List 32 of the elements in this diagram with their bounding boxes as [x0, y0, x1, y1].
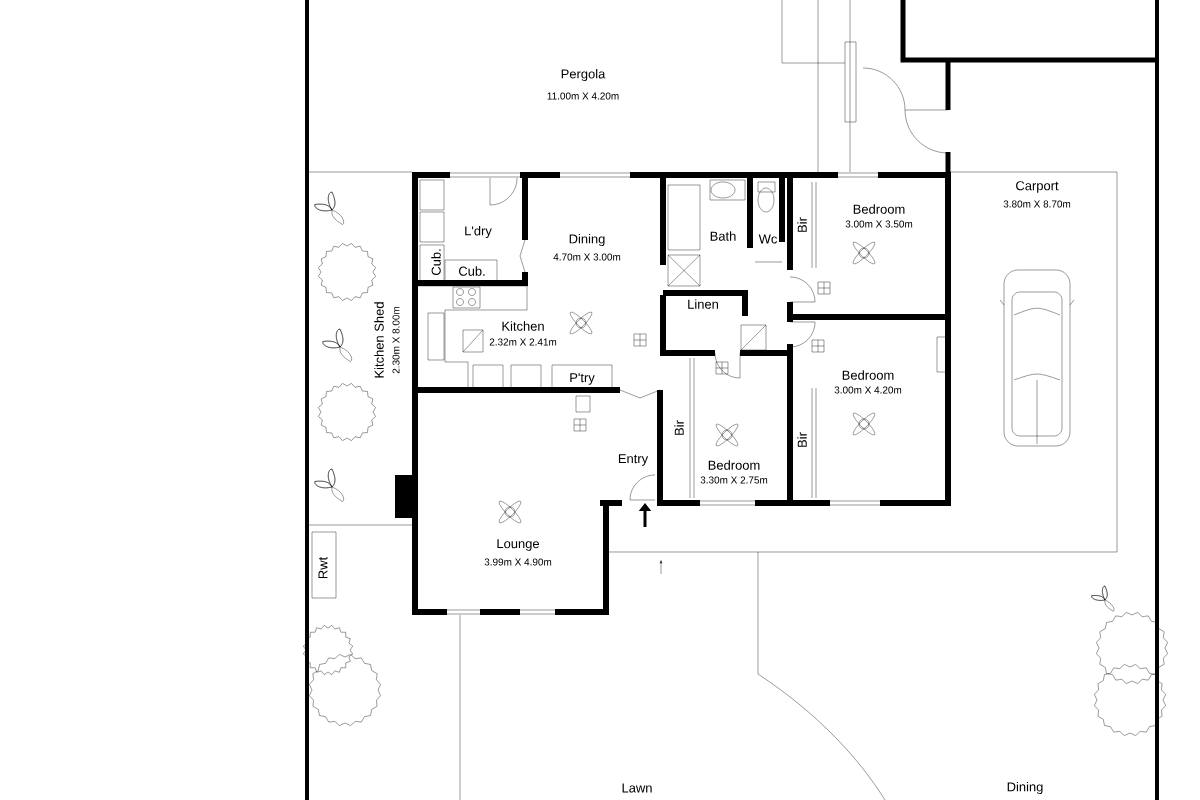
room-label: Kitchen Shed [374, 302, 384, 378]
room-dimensions: 3.00m X 3.50m [845, 220, 913, 228]
room-label: Wc [758, 234, 777, 244]
room-label: Bedroom [842, 370, 894, 380]
room-label: Lawn [622, 783, 652, 793]
room-label: Linen [688, 299, 718, 309]
room-label: P'try [570, 373, 595, 385]
room-label: Bedroom [853, 204, 905, 214]
room-label: Lounge [497, 539, 540, 551]
room-label: Carport [1016, 181, 1059, 193]
room-label: Bedroom [708, 460, 760, 470]
room-label: Kitchen [502, 321, 544, 331]
room-label: Cub. [431, 249, 441, 275]
room-dimensions: 4.70m X 3.00m [553, 253, 621, 261]
room-dimensions: 3.99m X 4.90m [484, 558, 552, 566]
room-label: Pergola [561, 68, 606, 82]
room-label: Dining [569, 233, 605, 247]
room-label: Cub. [459, 266, 485, 276]
room-label: L'dry [465, 225, 492, 239]
room-label: Bir [674, 420, 684, 435]
room-dimensions: 3.80m X 8.70m [1003, 200, 1071, 208]
room-label: Dining [1007, 781, 1043, 795]
room-label: Bir [797, 432, 807, 447]
room-dimensions: 2.32m X 2.41m [489, 338, 557, 346]
room-dimensions: 2.30m X 8.00m [392, 306, 400, 374]
room-dimensions: 3.30m X 2.75m [700, 476, 768, 484]
room-label: Rwt [318, 556, 328, 579]
room-label: Bath [710, 231, 736, 241]
room-label: Entry [618, 454, 649, 466]
room-dimensions: 11.00m X 4.20m [547, 92, 619, 100]
room-label: Bir [797, 217, 807, 232]
room-dimensions: 3.00m X 4.20m [834, 386, 902, 394]
